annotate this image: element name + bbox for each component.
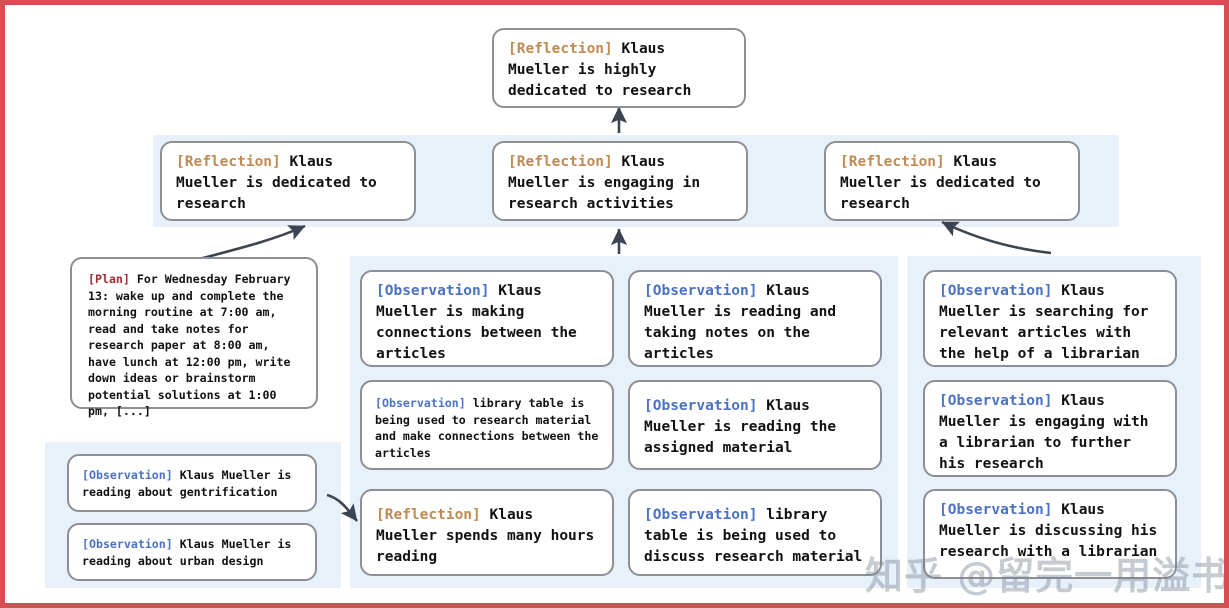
node-text: [Observation] Klaus Mueller is reading t… <box>644 396 868 459</box>
node-mid-reflection-left[interactable]: [Reflection] Klaus Mueller is dedicated … <box>160 141 416 221</box>
node-mid-reflection-right[interactable]: [Reflection] Klaus Mueller is dedicated … <box>824 141 1080 221</box>
node-body: Klaus Mueller is dedicated to research <box>176 154 386 212</box>
node-reflection-hours-reading[interactable]: [Reflection] Klaus Mueller spends many h… <box>360 489 614 576</box>
node-text: [Observation] library table is being use… <box>375 395 602 461</box>
node-body: Klaus Mueller is engaging in research ac… <box>508 154 709 212</box>
node-text: [Reflection] Klaus Mueller is dedicated … <box>840 152 1066 215</box>
node-text: [Observation] Klaus Mueller is discussin… <box>939 500 1163 563</box>
node-body: Klaus Mueller is reading about gentrific… <box>82 468 299 499</box>
node-text: [Observation] Klaus Mueller is searching… <box>939 281 1163 365</box>
node-body: Klaus Mueller is engaging with a librari… <box>939 393 1158 472</box>
diagram-stage: [Reflection] Klaus Mueller is highly ded… <box>5 5 1224 603</box>
node-body: Klaus Mueller is reading and taking note… <box>644 283 845 362</box>
tag-observation: [Observation] <box>375 396 466 410</box>
node-text: [Observation] Klaus Mueller is reading a… <box>644 281 868 365</box>
node-obs-making-connections[interactable]: [Observation] Klaus Mueller is making co… <box>360 270 614 367</box>
node-text: [Reflection] Klaus Mueller spends many h… <box>376 505 600 568</box>
tag-reflection: [Reflection] <box>840 154 945 170</box>
tag-observation: [Observation] <box>939 283 1053 299</box>
node-plan[interactable]: [Plan] For Wednesday February 13: wake u… <box>70 257 318 418</box>
node-obs-assigned-material[interactable]: [Observation] Klaus Mueller is reading t… <box>628 380 882 470</box>
tag-reflection: [Reflection] <box>176 154 281 170</box>
node-body: Klaus Mueller is discussing his research… <box>939 502 1166 560</box>
node-obs-library-table-connections[interactable]: [Observation] library table is being use… <box>360 380 614 470</box>
tag-observation: [Observation] <box>82 537 173 551</box>
tag-observation: [Observation] <box>644 283 758 299</box>
node-body: Klaus Mueller is searching for relevant … <box>939 283 1158 362</box>
node-obs-searching-articles[interactable]: [Observation] Klaus Mueller is searching… <box>923 270 1177 367</box>
node-text: [Observation] Klaus Mueller is reading a… <box>82 536 305 569</box>
node-body: Klaus Mueller is reading the assigned ma… <box>644 398 845 456</box>
node-text: [Observation] Klaus Mueller is engaging … <box>939 391 1163 475</box>
tag-observation: [Observation] <box>939 393 1053 409</box>
node-top-reflection[interactable]: [Reflection] Klaus Mueller is highly ded… <box>492 28 746 108</box>
node-text: [Reflection] Klaus Mueller is engaging i… <box>508 152 734 215</box>
node-obs-discuss-material[interactable]: [Observation] library table is being use… <box>628 489 882 576</box>
node-text: [Observation] Klaus Mueller is reading a… <box>82 467 305 500</box>
node-body: Klaus Mueller spends many hours reading <box>376 507 603 565</box>
node-text: [Observation] library table is being use… <box>644 505 868 568</box>
node-mid-reflection-center[interactable]: [Reflection] Klaus Mueller is engaging i… <box>492 141 748 221</box>
node-text: [Plan] For Wednesday February 13: wake u… <box>88 271 304 420</box>
tag-observation: [Observation] <box>82 468 173 482</box>
node-text: [Reflection] Klaus Mueller is dedicated … <box>176 152 402 215</box>
tag-observation: [Observation] <box>644 398 758 414</box>
node-body: library table is being used to discuss r… <box>644 507 863 565</box>
node-obs-taking-notes[interactable]: [Observation] Klaus Mueller is reading a… <box>628 270 882 367</box>
tag-reflection: [Reflection] <box>376 507 481 523</box>
tag-observation: [Observation] <box>376 283 490 299</box>
tag-plan: [Plan] <box>88 272 130 286</box>
node-body: Klaus Mueller is reading about urban des… <box>82 537 299 568</box>
node-obs-left-urban-design[interactable]: [Observation] Klaus Mueller is reading a… <box>67 523 317 581</box>
node-obs-engaging-librarian[interactable]: [Observation] Klaus Mueller is engaging … <box>923 380 1177 477</box>
tag-observation: [Observation] <box>939 502 1053 518</box>
node-obs-discussing-research[interactable]: [Observation] Klaus Mueller is discussin… <box>923 489 1177 579</box>
tag-reflection: [Reflection] <box>508 41 613 57</box>
tag-reflection: [Reflection] <box>508 154 613 170</box>
node-text: [Observation] Klaus Mueller is making co… <box>376 281 600 365</box>
node-text: [Reflection] Klaus Mueller is highly ded… <box>508 39 732 102</box>
node-body: For Wednesday February 13: wake up and c… <box>88 272 298 418</box>
node-body: Klaus Mueller is highly dedicated to res… <box>508 41 692 99</box>
node-body: library table is being used to research … <box>375 396 606 460</box>
node-body: Klaus Mueller is making connections betw… <box>376 283 586 362</box>
node-body: Klaus Mueller is dedicated to research <box>840 154 1050 212</box>
arrow-plan-to-left-reflection <box>191 224 306 263</box>
tag-observation: [Observation] <box>644 507 758 523</box>
node-obs-left-gentrification[interactable]: [Observation] Klaus Mueller is reading a… <box>67 454 317 512</box>
